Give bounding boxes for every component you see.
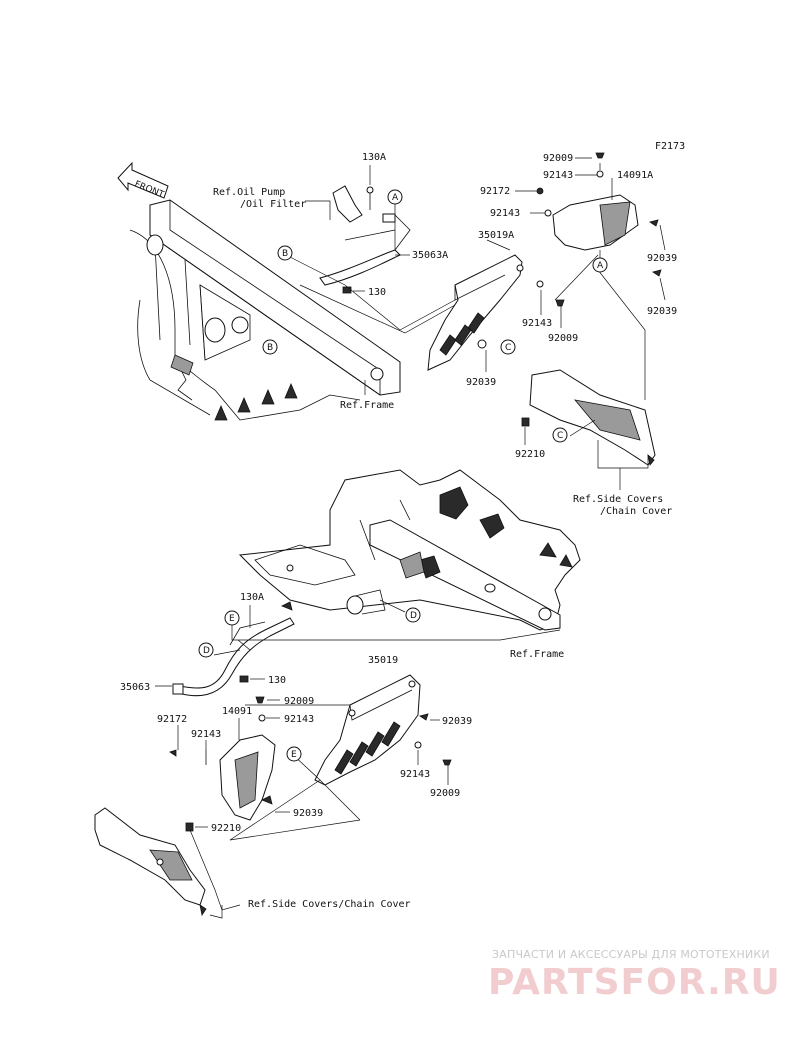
top-callout-a1: A [387, 189, 403, 205]
top-callout-c1: C [500, 339, 516, 355]
label-35063A: 35063A [412, 250, 448, 261]
label-35063: 35063 [120, 682, 150, 693]
svg-text:C: C [505, 343, 511, 353]
label-92143-top-lower: 92143 [522, 318, 552, 329]
top-pipe-35063A [319, 213, 411, 286]
top-callout-b2: B [262, 339, 278, 355]
label-ref-side-covers-bottom: Ref.Side Covers/Chain Cover [248, 899, 411, 910]
label-130-top: 130 [368, 287, 386, 298]
label-92009-top-lower: 92009 [548, 333, 578, 344]
svg-text:D: D [203, 646, 210, 656]
label-ref-oil-filter: /Oil Filter [240, 199, 306, 210]
top-leader-lines [287, 157, 666, 490]
label-92210-top: 92210 [515, 449, 545, 460]
label-ref-frame-top: Ref.Frame [340, 400, 394, 411]
bottom-callout-d2: D [405, 607, 421, 623]
bottom-callout-d1: D [198, 642, 214, 658]
label-92009-top: 92009 [543, 153, 573, 164]
label-ref-chain-cover-top: /Chain Cover [600, 506, 672, 517]
label-92143-bottom-a: 92143 [284, 714, 314, 725]
svg-text:E: E [291, 750, 297, 760]
top-bolt-130-icon [342, 286, 352, 294]
label-92039-bottom-b: 92039 [442, 716, 472, 727]
svg-text:B: B [267, 343, 273, 353]
label-35019A: 35019A [478, 230, 514, 241]
label-130-bottom: 130 [268, 675, 286, 686]
bottom-hardware [169, 696, 452, 832]
figure-code: F2173 [655, 141, 685, 152]
top-callout-c2: C [552, 427, 568, 443]
label-130A-top: 130A [362, 152, 386, 163]
label-92143-bottom-c: 92143 [400, 769, 430, 780]
label-ref-side-covers-top: Ref.Side Covers [573, 494, 663, 505]
label-35019: 35019 [368, 655, 398, 666]
label-92172-bottom: 92172 [157, 714, 187, 725]
label-14091: 14091 [222, 706, 252, 717]
top-hardware [521, 152, 662, 427]
top-cover-35019A [427, 254, 524, 371]
watermark-tagline: ЗАПЧАСТИ И АКСЕССУАРЫ ДЛЯ МОТОТЕХНИКИ [492, 948, 770, 961]
label-130A-bottom: 130A [240, 592, 264, 603]
label-92039-top-r2: 92039 [647, 306, 677, 317]
label-92210-bottom: 92210 [211, 823, 241, 834]
svg-text:B: B [282, 249, 288, 259]
label-92009-bottom-a: 92009 [284, 696, 314, 707]
svg-text:D: D [410, 611, 417, 621]
label-92039-top-r1: 92039 [647, 253, 677, 264]
label-92172-top: 92172 [480, 186, 510, 197]
label-92009-bottom-b: 92009 [430, 788, 460, 799]
svg-text:A: A [597, 261, 604, 271]
label-ref-frame-bottom: Ref.Frame [510, 649, 564, 660]
bottom-frame-drawing [238, 469, 581, 631]
bottom-bolt-130-icon [239, 675, 249, 683]
svg-text:C: C [557, 431, 563, 441]
front-arrow-icon: FRONT [117, 161, 169, 200]
top-callout-b1: B [277, 245, 293, 261]
top-oil-pump-bracket [332, 185, 374, 223]
label-92039-top-c: 92039 [466, 377, 496, 388]
svg-text:E: E [229, 614, 235, 624]
label-92143-bottom-b: 92143 [191, 729, 221, 740]
top-frame-drawing [129, 199, 401, 421]
bottom-pipe-35063 [172, 601, 295, 697]
bottom-leader-lines [155, 599, 561, 919]
bottom-guard-14091 [219, 734, 276, 821]
bottom-callout-e1: E [224, 610, 240, 626]
label-14091A: 14091A [617, 170, 653, 181]
bottom-callout-e2: E [286, 746, 302, 762]
bottom-cover-35019 [314, 674, 421, 786]
svg-text:A: A [392, 193, 399, 203]
watermark-logo: PARTSFOR.RU [488, 962, 781, 1003]
bottom-side-cover [94, 807, 207, 917]
label-92039-bottom-a: 92039 [293, 808, 323, 819]
top-side-cover [529, 369, 656, 466]
label-ref-oil-pump: Ref.Oil Pump [213, 187, 285, 198]
top-callout-a2: A [592, 257, 608, 273]
top-guard-14091A [552, 194, 639, 251]
label-92143-top-mid: 92143 [490, 208, 520, 219]
label-92143-top: 92143 [543, 170, 573, 181]
